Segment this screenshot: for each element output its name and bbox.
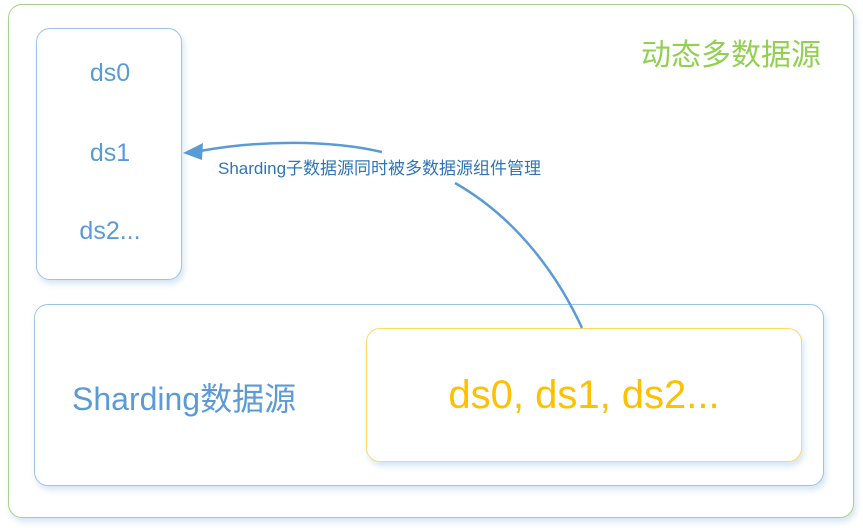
datasource-item-ds0: ds0 <box>89 59 131 87</box>
managed-datasource-list: ds0 ds1 ds2... <box>36 28 182 280</box>
sharding-sub-datasources-text: ds0, ds1, ds2... <box>448 372 720 417</box>
datasource-item-ds1: ds1 <box>89 139 131 167</box>
sharding-sub-datasources-box: ds0, ds1, ds2... <box>366 328 802 462</box>
sharding-datasource-label: Sharding数据源 <box>72 381 297 417</box>
dynamic-datasource-title: 动态多数据源 <box>641 39 821 72</box>
connector-label: Sharding子数据源同时被多数据源组件管理 <box>218 159 542 178</box>
datasource-item-ds2: ds2... <box>79 217 141 245</box>
